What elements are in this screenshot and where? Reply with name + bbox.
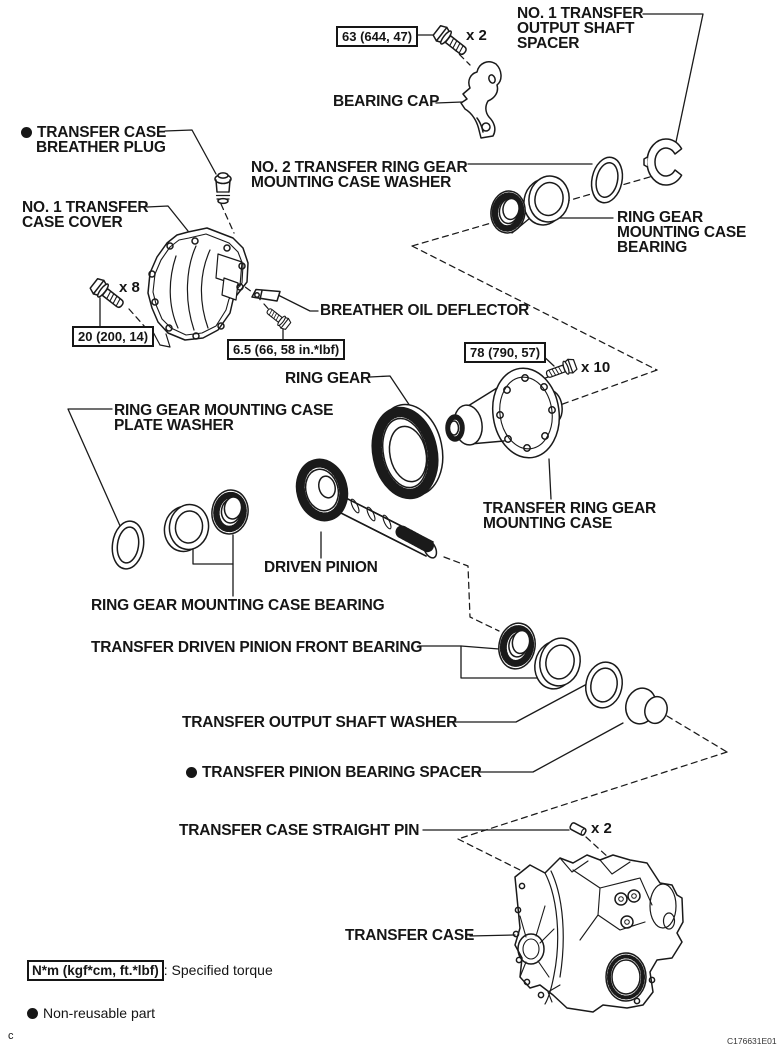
torque-box-mounting-case-bolt: 78 (790, 57) bbox=[464, 342, 547, 363]
torque-box-cover-bolt: 20 (200, 14) bbox=[72, 326, 155, 347]
upper-tapered-bearing-drawing bbox=[490, 190, 526, 234]
output-shaft-spacer-drawing bbox=[643, 138, 683, 186]
pinion-bearing-spacer-drawing bbox=[625, 687, 668, 725]
driven-pinion-drawing bbox=[295, 458, 438, 559]
torque-legend-text: : Specified torque bbox=[163, 962, 273, 978]
non-reusable-bullet-icon bbox=[186, 767, 197, 778]
label-case-cover: NO. 1 TRANSFER CASE COVER bbox=[22, 199, 149, 231]
breather-plug-drawing bbox=[214, 172, 232, 205]
non-reusable-legend-text: Non-reusable part bbox=[43, 1005, 156, 1021]
bearing-cap-bolt-drawing bbox=[430, 23, 471, 60]
label-breather-plug: TRANSFER CASE BREATHER PLUG bbox=[21, 125, 166, 155]
no2-washer-drawing bbox=[590, 156, 624, 204]
transfer-case-drawing bbox=[512, 854, 684, 1013]
label-upper-mounting-case-bearing: RING GEAR MOUNTING CASE BEARING bbox=[617, 209, 747, 256]
label-straight-pin: TRANSFER CASE STRAIGHT PIN bbox=[179, 822, 420, 839]
label-driven-pinion: DRIVEN PINION bbox=[264, 559, 378, 576]
straight-pin-drawing bbox=[569, 822, 587, 836]
label-mounting-case: TRANSFER RING GEAR MOUNTING CASE bbox=[483, 500, 656, 532]
lower-bearing-race-drawing bbox=[163, 503, 210, 553]
label-no2-washer: NO. 2 TRANSFER RING GEAR MOUNTING CASE W… bbox=[251, 159, 468, 191]
legend-specified-torque: N*m (kgf*cm, ft.*lbf): Specified torque bbox=[27, 960, 273, 981]
qty-straight-pin: x 2 bbox=[591, 820, 612, 837]
label-pinion-bearing-spacer: TRANSFER PINION BEARING SPACER bbox=[186, 765, 482, 780]
bearing-cap-drawing bbox=[460, 61, 502, 139]
qty-cover-bolt: x 8 bbox=[119, 279, 140, 296]
front-bearing-race-drawing bbox=[534, 637, 581, 690]
upper-bearing-race-drawing bbox=[523, 175, 570, 226]
label-output-shaft-washer: TRANSFER OUTPUT SHAFT WASHER bbox=[182, 714, 458, 731]
front-bearing-drawing bbox=[498, 622, 536, 670]
legend-non-reusable: Non-reusable part bbox=[27, 1003, 155, 1023]
torque-box-deflector-bolt: 6.5 (66, 58 in.*lbf) bbox=[227, 339, 346, 360]
label-output-shaft-spacer: NO. 1 TRANSFER OUTPUT SHAFT SPACER bbox=[517, 5, 644, 52]
torque-symbol-box: N*m (kgf*cm, ft.*lbf) bbox=[27, 960, 164, 981]
non-reusable-bullet-icon bbox=[21, 127, 32, 138]
mounting-case-drawing bbox=[445, 367, 563, 459]
qty-bearing-cap-bolt: x 2 bbox=[466, 27, 487, 44]
label-plate-washer: RING GEAR MOUNTING CASE PLATE WASHER bbox=[114, 402, 334, 434]
label-ring-gear: RING GEAR bbox=[285, 370, 372, 387]
deflector-bolt-drawing bbox=[263, 304, 293, 332]
ring-gear-drawing bbox=[371, 403, 444, 500]
torque-box-bearing-cap-bolt: 63 (644, 47) bbox=[336, 26, 419, 47]
qty-mounting-case-bolt: x 10 bbox=[581, 359, 611, 376]
page-marker: c bbox=[8, 1030, 14, 1042]
label-transfer-case: TRANSFER CASE bbox=[345, 927, 475, 944]
output-shaft-washer-drawing bbox=[585, 661, 623, 709]
case-cover-drawing bbox=[147, 227, 249, 348]
plate-washer-drawing bbox=[111, 520, 145, 570]
label-front-bearing: TRANSFER DRIVEN PINION FRONT BEARING bbox=[91, 639, 423, 656]
label-bearing-cap: BEARING CAP bbox=[333, 93, 440, 110]
label-lower-mounting-case-bearing: RING GEAR MOUNTING CASE BEARING bbox=[91, 597, 385, 614]
breather-oil-deflector-drawing bbox=[251, 288, 281, 302]
figure-code: C176631E01 bbox=[727, 1036, 777, 1046]
non-reusable-bullet-icon bbox=[27, 1008, 38, 1019]
label-breather-oil-deflector: BREATHER OIL DEFLECTOR bbox=[320, 302, 530, 319]
lower-tapered-bearing-drawing bbox=[211, 489, 249, 535]
